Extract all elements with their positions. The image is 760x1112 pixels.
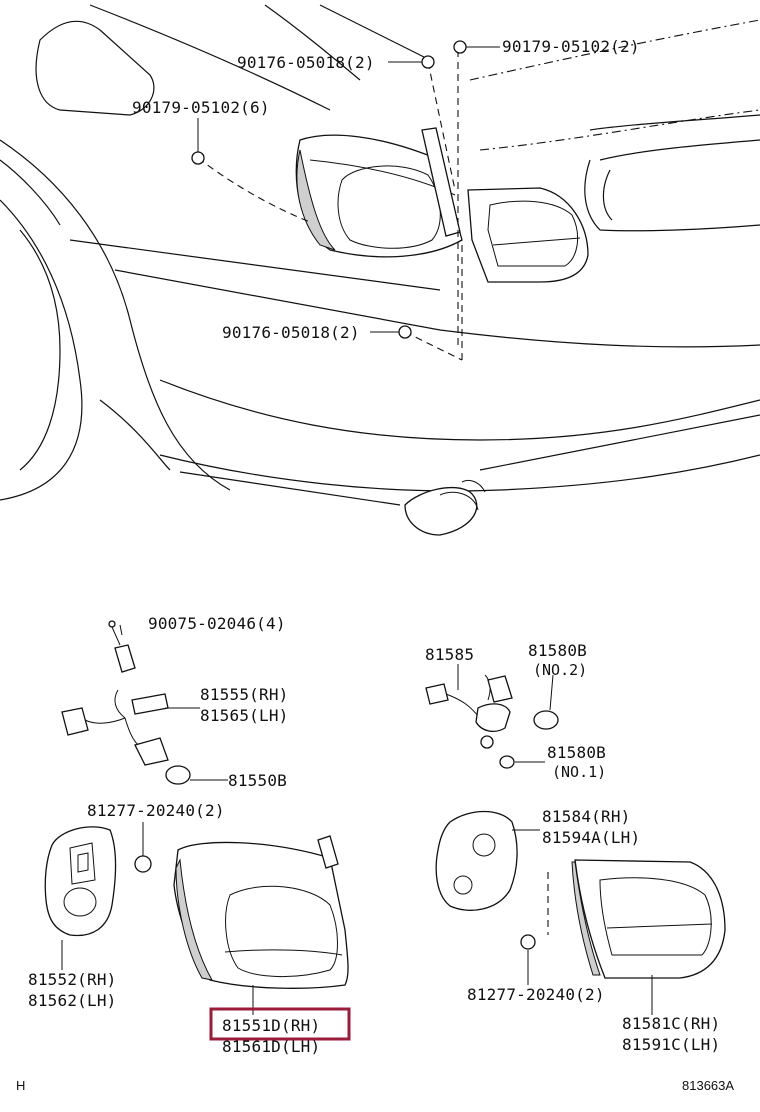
- rear-combination-lamp-drawing: [173, 835, 349, 1015]
- nut-icon: [191, 151, 205, 165]
- label-81562[interactable]: 81562(LH): [28, 991, 117, 1010]
- label-81591c[interactable]: 81591C(LH): [622, 1035, 720, 1054]
- nut-icon: [453, 40, 467, 54]
- label-81550b[interactable]: 81550B: [228, 771, 287, 790]
- label-81580b-no2[interactable]: 81580B: [528, 641, 587, 660]
- label-81580b-no1[interactable]: 81580B: [547, 743, 606, 762]
- label-81277-20240-left[interactable]: 81277-20240(2): [87, 801, 225, 820]
- nut-icon: [421, 55, 435, 69]
- label-81551d-highlighted[interactable]: 81551D(RH): [222, 1016, 320, 1035]
- gasket-2-drawing: [435, 810, 540, 911]
- label-90179-05102-left[interactable]: 90179-05102(6): [132, 98, 270, 117]
- label-90176-05018-top[interactable]: 90176-05018(2): [237, 53, 375, 72]
- label-90179-05102-top[interactable]: 90179-05102(2): [502, 37, 640, 56]
- label-81584[interactable]: 81584(RH): [542, 807, 631, 826]
- label-81585[interactable]: 81585: [425, 645, 474, 664]
- label-81552[interactable]: 81552(RH): [28, 970, 117, 989]
- wire-harness-drawing: [61, 620, 228, 785]
- bulb-socket-drawing: [425, 664, 559, 769]
- vehicle-rear-drawing: [0, 4, 760, 536]
- label-81594a[interactable]: 81594A(LH): [542, 828, 640, 847]
- label-no1: (NO.1): [552, 763, 606, 781]
- clip-drawing: [134, 822, 152, 873]
- label-81555[interactable]: 81555(RH): [200, 685, 289, 704]
- label-no2: (NO.2): [533, 661, 587, 679]
- label-81581c[interactable]: 81581C(RH): [622, 1014, 720, 1033]
- label-90176-05018-mid[interactable]: 90176-05018(2): [222, 323, 360, 342]
- footer-diagram-id: 813663A: [682, 1078, 734, 1093]
- nut-icon: [398, 325, 412, 339]
- label-81561d[interactable]: 81561D(LH): [222, 1037, 320, 1056]
- part-labels: 90176-05018(2) 90179-05102(2) 90179-0510…: [16, 37, 734, 1093]
- highlight-box: [209, 1007, 351, 1041]
- clip-2-drawing: [520, 872, 549, 985]
- trunk-lid-lamp-drawing: [571, 859, 726, 1015]
- label-90075-02046[interactable]: 90075-02046(4): [148, 614, 286, 633]
- label-81565[interactable]: 81565(LH): [200, 706, 289, 725]
- label-81277-20240-right[interactable]: 81277-20240(2): [467, 985, 605, 1004]
- gasket-drawing: [44, 826, 117, 970]
- footer-left-code: H: [16, 1078, 25, 1093]
